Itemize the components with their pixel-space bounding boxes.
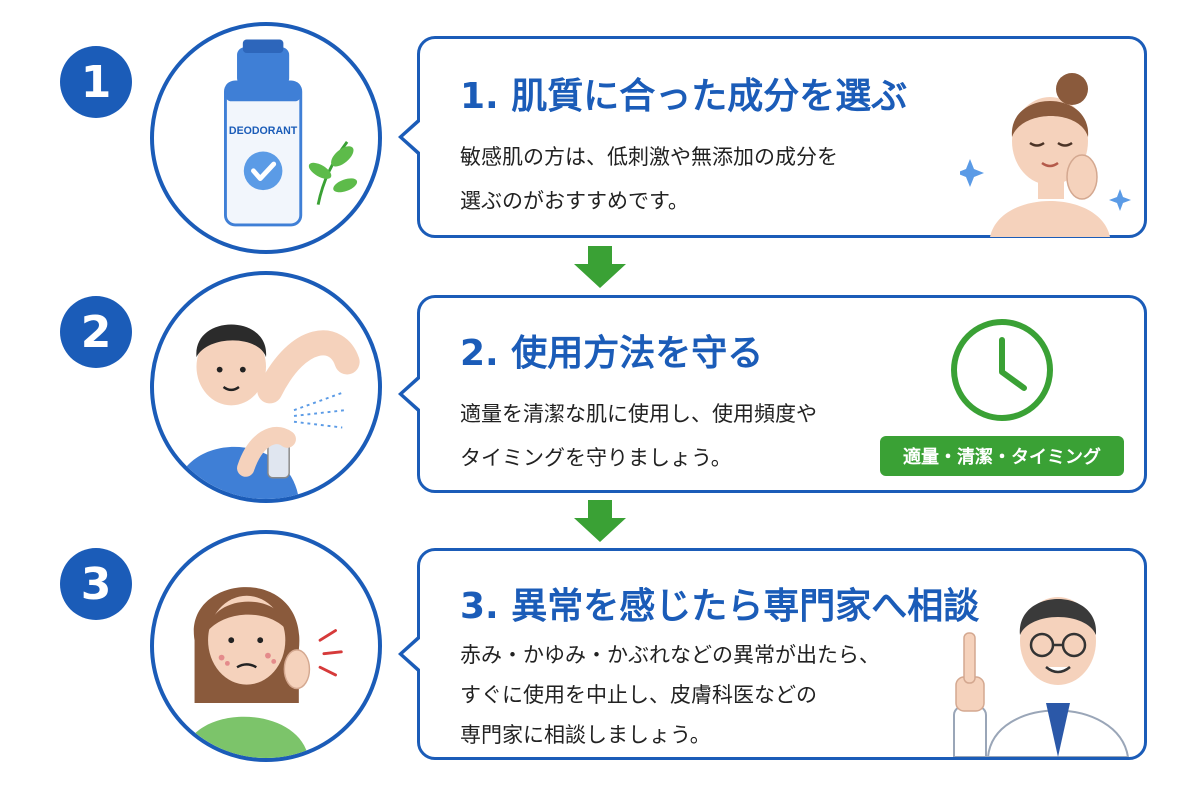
usage-keywords-badge: 適量・清潔・タイミング	[880, 436, 1124, 476]
speech-tail	[398, 117, 421, 157]
pointing-finger-icon	[953, 632, 987, 757]
step-2-title: 2. 使用方法を守る	[460, 333, 764, 374]
step-3-description: 赤み・かゆみ・かぶれなどの異常が出たら、 すぐに使用を中止し、皮膚科医などの 専…	[460, 635, 880, 755]
clock-icon	[951, 319, 1053, 421]
deodorant-can-icon: DEODORANT	[224, 39, 358, 227]
step-3-line-3: 専門家に相談しましょう。	[460, 723, 711, 747]
step-3-line-1: 赤み・かゆみ・かぶれなどの異常が出たら、	[460, 643, 880, 667]
speech-tail	[398, 374, 421, 414]
step-3-card: 3. 異常を感じたら専門家へ相談 赤み・かゆみ・かぶれなどの異常が出たら、 すぐ…	[398, 548, 1147, 760]
leaf-icon	[308, 140, 358, 205]
doctor-illustration	[953, 597, 1130, 757]
step-2-illustration-circle	[150, 271, 382, 503]
step-2-line-1: 適量を清潔な肌に使用し、使用頻度や	[460, 402, 817, 426]
step-1-illustration-circle: DEODORANT	[150, 22, 382, 254]
man-spraying-illustration	[173, 324, 360, 499]
step-2-line-2: タイミングを守りましょう。	[460, 446, 732, 470]
step-3-line-2: すぐに使用を中止し、皮膚科医などの	[460, 683, 817, 707]
can-label: DEODORANT	[229, 125, 298, 137]
speech-tail	[398, 634, 421, 674]
step-3-illustration-circle	[150, 530, 382, 762]
sparkle-icon	[960, 159, 1131, 211]
step-1-number-badge: 1	[60, 46, 132, 118]
step-2-description: 適量を清潔な肌に使用し、使用頻度や タイミングを守りましょう。	[460, 392, 817, 480]
down-arrow-icon	[574, 246, 626, 288]
woman-touching-face-illustration	[960, 73, 1131, 237]
step-1-line-2: 選ぶのがおすすめです。	[460, 189, 689, 213]
woman-itchy-skin-illustration	[182, 587, 343, 758]
step-3-title: 3. 異常を感じたら専門家へ相談	[460, 586, 980, 627]
step-1-card: 1. 肌質に合った成分を選ぶ 敏感肌の方は、低刺激や無添加の成分を 選ぶのがおす…	[398, 36, 1147, 238]
step-3-number-badge: 3	[60, 548, 132, 620]
step-1-title: 1. 肌質に合った成分を選ぶ	[460, 76, 908, 117]
step-1-description: 敏感肌の方は、低刺激や無添加の成分を 選ぶのがおすすめです。	[460, 135, 838, 223]
step-1-line-1: 敏感肌の方は、低刺激や無添加の成分を	[460, 145, 838, 169]
step-2-card: 2. 使用方法を守る 適量を清潔な肌に使用し、使用頻度や タイミングを守りましょ…	[398, 295, 1147, 493]
check-icon	[243, 151, 283, 191]
step-2-number-badge: 2	[60, 296, 132, 368]
down-arrow-icon	[574, 500, 626, 542]
